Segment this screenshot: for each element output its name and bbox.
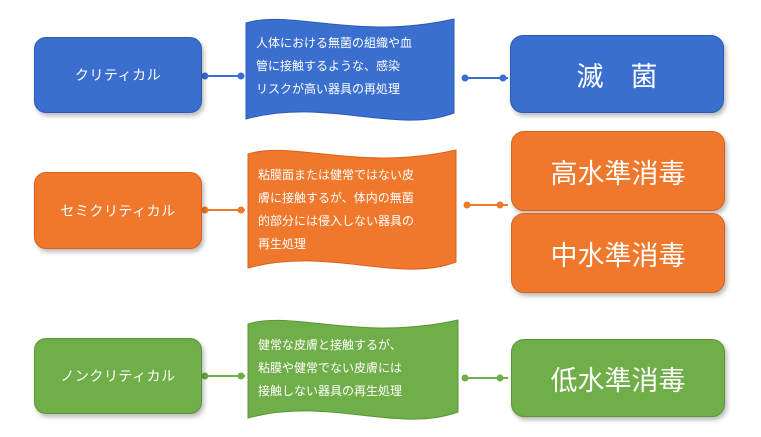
description-line: 膚に接触するが、体内の無菌 [258,191,414,205]
connector-dot [237,72,245,80]
description-line: 的部分には侵入しない器具の [258,214,415,228]
description-line: 粘膜面または健常ではない皮 [258,168,415,182]
description-line: リスクが高い器具の再処理 [256,82,401,96]
description-non-critical: 健常な皮膚と接触するが、 粘膜や健常でない皮膚には 接触しない器具の再生処理 [247,316,459,426]
connector-dot [201,72,209,80]
wave-shape [247,319,459,420]
category-critical-label: クリティカル [74,68,162,84]
connector-dot [461,74,469,82]
description-line: 管に接触するような、感染 [256,59,401,73]
category-semi-critical: セミクリティカル [34,172,202,249]
level-high-disinfection: 高水準消毒 [511,131,725,211]
level-sterilization: 滅 菌 [510,35,724,113]
description-critical: 人体における無菌の組織や血 管に接触するような、感染 リスクが高い器具の再処理 [245,15,455,127]
category-non-critical: ノンクリティカル [34,338,202,414]
description-line: 粘膜や健常でない皮膚には [258,361,403,375]
description-line: 再生処理 [258,237,307,251]
connector-dot [496,374,504,382]
level-intermediate-disinfection-label: 中水準消毒 [550,240,686,272]
level-low-disinfection-label: 低水準消毒 [550,365,686,397]
wave-shape [247,149,457,270]
level-low-disinfection: 低水準消毒 [511,339,725,417]
category-non-critical-label: ノンクリティカル [60,369,176,385]
description-line: 人体における無菌の組織や血 [256,36,413,50]
connector-dot [461,374,469,382]
connector-dot [237,372,245,380]
level-high-disinfection-label: 高水準消毒 [550,158,686,190]
connector-dot [496,201,504,209]
description-line: 健常な皮膚と接触するが、 [258,338,402,352]
category-critical: クリティカル [34,37,202,113]
wave-shape [245,18,455,121]
connector-dot [499,74,507,82]
connector-dot [201,206,209,214]
description-line: 接触しない器具の再生処理 [258,384,403,398]
description-semi-critical: 粘膜面または健常ではない皮 膚に接触するが、体内の無菌 的部分には侵入しない器具… [247,146,457,276]
connector-dot [237,206,245,214]
connector-dot [201,372,209,380]
level-sterilization-label: 滅 菌 [576,61,658,93]
connector-dot [463,201,471,209]
level-intermediate-disinfection: 中水準消毒 [511,213,725,293]
category-semi-critical-label: セミクリティカル [60,203,176,220]
